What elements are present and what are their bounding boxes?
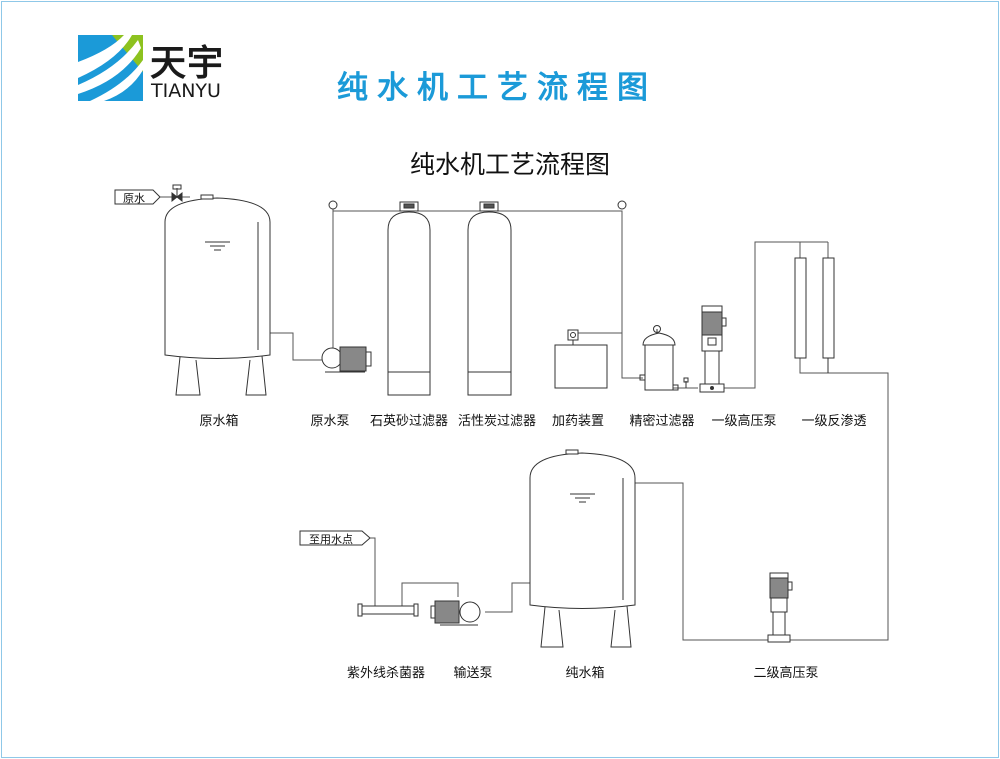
quartz-sand-filter (387, 201, 431, 396)
pure-water-tank (529, 449, 636, 648)
banner-title: 纯水机工艺流程图 (337, 70, 657, 106)
second-stage-hp-pump (767, 572, 793, 643)
inlet-valve-icon (171, 184, 183, 203)
label-transfer-pump: 输送泵 (453, 666, 493, 681)
dosing-device (554, 329, 608, 389)
label-hp-pump-2: 二级高压泵 (753, 666, 819, 681)
use-point-tag-label: 至用水点 (309, 533, 353, 546)
raw-water-tag-label: 原水 (123, 192, 145, 205)
label-quartz-filter: 石英砂过滤器 (369, 414, 449, 429)
label-uv: 紫外线杀菌器 (346, 666, 426, 681)
first-stage-ro-membranes (794, 257, 835, 373)
first-stage-hp-pump (699, 305, 727, 393)
label-ro-1: 一级反渗透 (801, 414, 867, 429)
activated-carbon-filter (467, 201, 512, 396)
precision-filter (639, 329, 689, 391)
uv-sterilizer (357, 603, 419, 617)
diagram-title: 纯水机工艺流程图 (409, 150, 611, 179)
brand-name-cn: 天宇 (150, 43, 225, 84)
label-carbon-filter: 活性炭过滤器 (457, 414, 537, 429)
raw-water-pump (321, 346, 372, 373)
label-hp-pump-1: 一级高压泵 (711, 414, 777, 429)
logo-mark (78, 35, 143, 101)
label-raw-tank: 原水箱 (199, 414, 239, 429)
use-point-tag (299, 530, 371, 546)
raw-water-tag (114, 189, 161, 205)
brand-name-en: TIANYU (151, 80, 221, 102)
label-dosing: 加药装置 (551, 414, 605, 429)
raw-water-tank (164, 194, 271, 396)
transfer-pump (430, 600, 481, 626)
label-precision-filter: 精密过滤器 (629, 414, 695, 429)
label-raw-pump: 原水泵 (310, 414, 350, 429)
label-pure-tank: 纯水箱 (565, 666, 605, 681)
